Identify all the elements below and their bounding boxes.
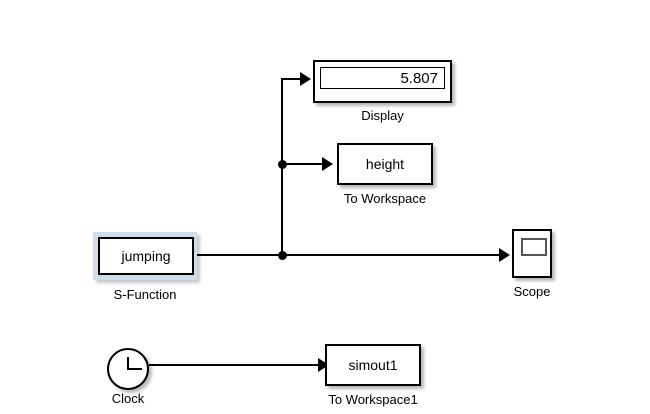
display-value: 5.807 (400, 69, 438, 87)
arrowhead-to-workspace1-input (318, 358, 329, 372)
block-label-to-workspace: To Workspace (343, 191, 427, 206)
signal-line-sfunction-to-scope[interactable] (194, 254, 500, 256)
block-s-function[interactable]: jumping (98, 237, 194, 275)
block-display[interactable]: 5.807 (313, 60, 452, 103)
block-label-to-workspace1: To Workspace1 (328, 392, 418, 407)
to-workspace-variable-name: height (365, 156, 405, 172)
arrowhead-scope-input (499, 248, 510, 262)
block-to-workspace1[interactable]: simout1 (325, 344, 421, 386)
signal-junction-lower (278, 251, 287, 260)
signal-line-branch-to-display[interactable] (281, 78, 305, 80)
clock-hand-minute (127, 357, 129, 370)
block-scope[interactable] (512, 229, 552, 278)
s-function-name: jumping (121, 248, 171, 264)
block-label-clock: Clock (111, 391, 145, 406)
to-workspace1-variable-name: simout1 (348, 357, 398, 373)
scope-icon (521, 238, 547, 256)
block-to-workspace[interactable]: height (337, 143, 433, 185)
arrowhead-display-input (300, 72, 311, 86)
block-label-display: Display (361, 108, 404, 123)
block-label-scope: Scope (513, 284, 551, 299)
signal-line-clock-to-to-workspace1[interactable] (149, 364, 321, 366)
block-clock[interactable] (107, 348, 149, 390)
block-label-s-function: S-Function (113, 287, 177, 302)
display-readout-icon: 5.807 (320, 67, 445, 89)
clock-hand-hour (128, 368, 142, 370)
signal-junction-upper (278, 160, 287, 169)
signal-line-branch-to-to-workspace[interactable] (281, 163, 325, 165)
arrowhead-to-workspace-input (322, 157, 333, 171)
